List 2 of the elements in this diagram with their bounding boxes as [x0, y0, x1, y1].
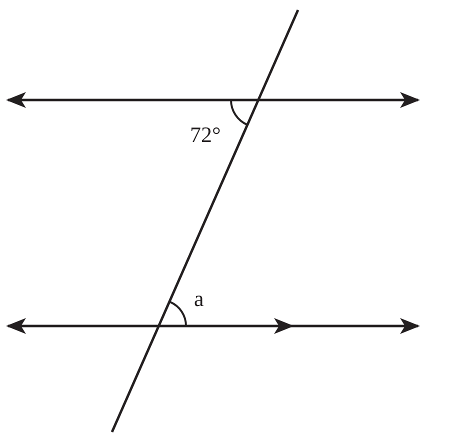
- angle-label: 72°: [190, 124, 221, 146]
- angle-label: a: [194, 288, 204, 310]
